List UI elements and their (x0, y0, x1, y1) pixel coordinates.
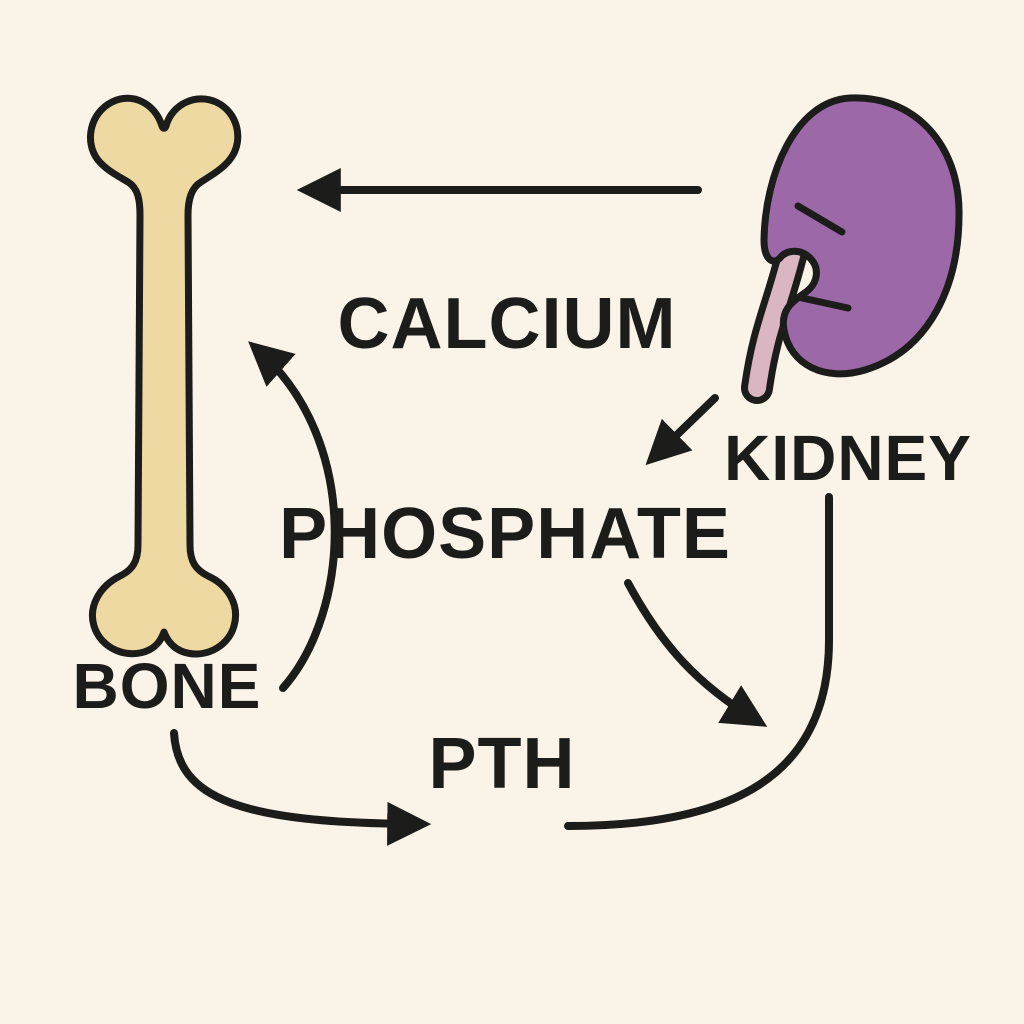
label-kidney: KIDNEY (724, 422, 972, 494)
bone-icon (87, 94, 242, 658)
label-phosphate: PHOSPHATE (279, 494, 731, 574)
label-bone: BONE (73, 650, 262, 722)
label-calcium: CALCIUM (338, 284, 677, 364)
line-pth-to-kidney (564, 493, 834, 830)
arrow-bone-to-pth (170, 729, 432, 846)
kidney-icon (760, 94, 963, 378)
arrow-kidney-to-phosphate (645, 394, 719, 466)
label-pth: PTH (429, 724, 576, 804)
arrow-phosphate-to-pth (624, 579, 768, 727)
arrow-phosphate-to-bone (248, 341, 339, 692)
kidney-hilum-line-upper (794, 202, 846, 236)
ureter-icon (748, 243, 801, 397)
kidney-hilum-line-lower (798, 294, 852, 312)
